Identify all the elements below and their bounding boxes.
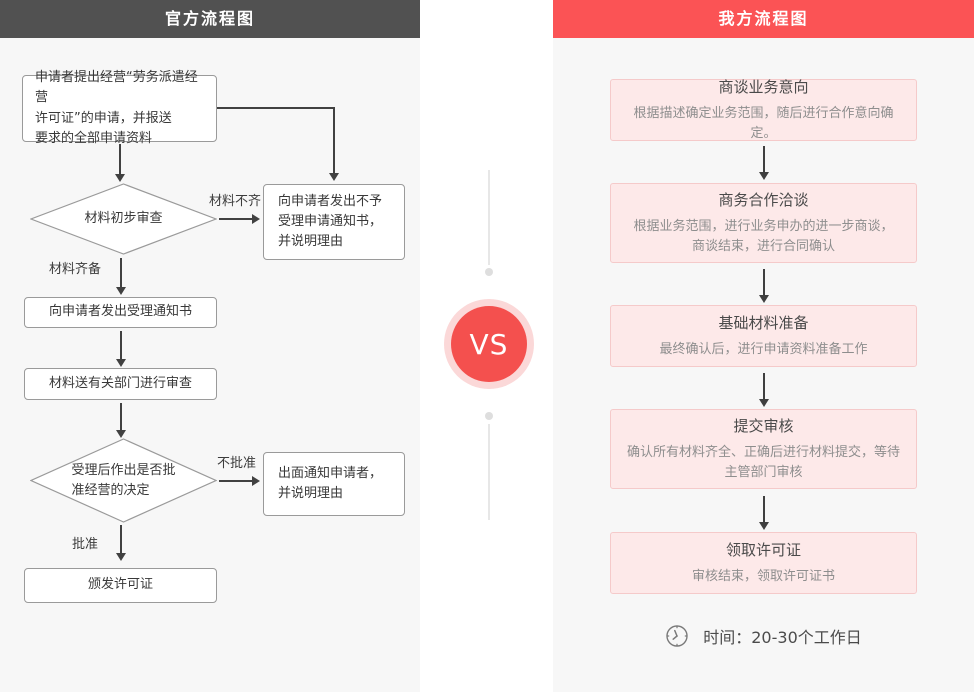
arrowhead-down-icon: [759, 522, 769, 530]
arrow-apply-to-review: [115, 144, 125, 182]
step-desc: 根据描述确定业务范围，随后进行合作意向确定。: [633, 105, 894, 141]
decision-diamond-approval: 受理后作出是否批 准经营的决定: [30, 438, 217, 523]
divider-dot-top: [485, 268, 493, 276]
arrow-review-to-accept: [116, 258, 126, 295]
branch-label-incomplete: 材料不齐: [209, 194, 262, 209]
decision-diamond-initial-review: 材料初步审查: [30, 183, 217, 255]
flow-node-reject-notice-text: 向申请者发出不予受理申请通知书，并说明理由: [278, 193, 383, 250]
our-flow-title: 我方流程图: [553, 0, 974, 38]
flow-node-inform-applicant-text: 出面通知申请者， 并说明理由: [278, 465, 383, 501]
arrow-review-to-reject: [219, 214, 260, 224]
arrow-accept-to-dept: [116, 331, 126, 367]
arrow-step3-to-step4: [759, 373, 769, 407]
divider-line-top: [488, 170, 490, 265]
arrowhead-down-icon: [759, 295, 769, 303]
time-note-text: 时间：20-30个工作日: [703, 628, 862, 647]
flow-node-accept-notice: 向申请者发出受理通知书: [24, 297, 217, 328]
arrowhead-down-icon: [329, 173, 339, 181]
arrowhead-right-icon: [252, 476, 260, 486]
connector-elbow-vertical: [329, 107, 339, 181]
our-flow-panel: 我方流程图 商谈业务意向 根据描述确定业务范围，随后进行合作意向确定。 商务合作…: [553, 0, 974, 692]
vs-badge: VS: [444, 299, 534, 389]
flow-node-accept-notice-text: 向申请者发出受理通知书: [48, 304, 192, 320]
flow-node-apply-text: 申请者提出经营“劳务派遣经营 许可证”的申请，并报送 要求的全部申请资料: [35, 70, 198, 146]
arrowhead-down-icon: [116, 287, 126, 295]
flow-node-dept-review-text: 材料送有关部门进行审查: [48, 375, 192, 391]
arrowhead-down-icon: [759, 399, 769, 407]
step-desc: 最终确认后，进行申请资料准备工作: [659, 341, 868, 357]
arrow-step2-to-step3: [759, 269, 769, 303]
step-desc: 审核结束，领取许可证书: [691, 568, 835, 584]
arrowhead-down-icon: [116, 553, 126, 561]
arrowhead-down-icon: [115, 174, 125, 182]
official-flow-panel: 官方流程图 申请者提出经营“劳务派遣经营 许可证”的申请，并报送 要求的全部申请…: [0, 0, 420, 692]
divider-line-bottom: [488, 424, 490, 520]
step-title: 提交审核: [733, 416, 794, 435]
arrow-dept-to-decision: [116, 403, 126, 438]
flow-node-issue-license-text: 颁发许可证: [87, 577, 153, 593]
arrowhead-down-icon: [116, 359, 126, 367]
divider-dot-bottom: [485, 412, 493, 420]
official-flow-title: 官方流程图: [0, 0, 420, 38]
flow-node-inform-applicant: 出面通知申请者， 并说明理由: [263, 452, 405, 516]
branch-label-complete: 材料齐备: [49, 262, 102, 277]
step-card-get-license: 领取许可证 审核结束，领取许可证书: [610, 532, 917, 594]
arrow-decision-to-issue: [116, 525, 126, 561]
step-card-submit-review: 提交审核 确认所有材料齐全、正确后进行材料提交，等待 主管部门审核: [610, 409, 917, 489]
time-note-row: 时间：20-30个工作日: [553, 624, 974, 648]
arrow-step4-to-step5: [759, 496, 769, 530]
decision-approval-text: 受理后作出是否批 准经营的决定: [71, 463, 176, 498]
flow-node-dept-review: 材料送有关部门进行审查: [24, 368, 217, 400]
arrowhead-down-icon: [116, 430, 126, 438]
step-desc: 确认所有材料齐全、正确后进行材料提交，等待 主管部门审核: [626, 444, 900, 480]
diamond-shape-icon: [30, 183, 217, 255]
decision-initial-review-text: 材料初步审查: [84, 211, 163, 227]
arrow-step1-to-step2: [759, 146, 769, 180]
step-title: 基础材料准备: [718, 313, 809, 332]
connector-elbow-horizontal: [217, 107, 335, 109]
step-title: 商务合作洽谈: [718, 190, 809, 209]
clock-icon: [666, 625, 688, 647]
vs-badge-label: VS: [451, 306, 527, 382]
arrowhead-down-icon: [759, 172, 769, 180]
flow-node-issue-license: 颁发许可证: [24, 568, 217, 603]
arrowhead-right-icon: [252, 214, 260, 224]
branch-label-not-approved: 不批准: [217, 456, 257, 471]
diamond-shape-icon: [30, 438, 217, 523]
step-title: 领取许可证: [725, 540, 801, 559]
step-title: 商谈业务意向: [718, 77, 809, 96]
step-card-cooperation-talk: 商务合作洽谈 根据业务范围，进行业务申办的进一步商谈， 商谈结束，进行合同确认: [610, 183, 917, 263]
branch-label-approved: 批准: [72, 537, 99, 552]
step-card-material-prep: 基础材料准备 最终确认后，进行申请资料准备工作: [610, 305, 917, 367]
flow-node-reject-notice: 向申请者发出不予受理申请通知书，并说明理由: [263, 184, 405, 260]
step-card-business-intent: 商谈业务意向 根据描述确定业务范围，随后进行合作意向确定。: [610, 77, 917, 141]
arrow-decision-to-inform: [219, 476, 260, 486]
flow-node-apply: 申请者提出经营“劳务派遣经营 许可证”的申请，并报送 要求的全部申请资料: [22, 70, 217, 146]
step-desc: 根据业务范围，进行业务申办的进一步商谈， 商谈结束，进行合同确认: [633, 218, 894, 254]
